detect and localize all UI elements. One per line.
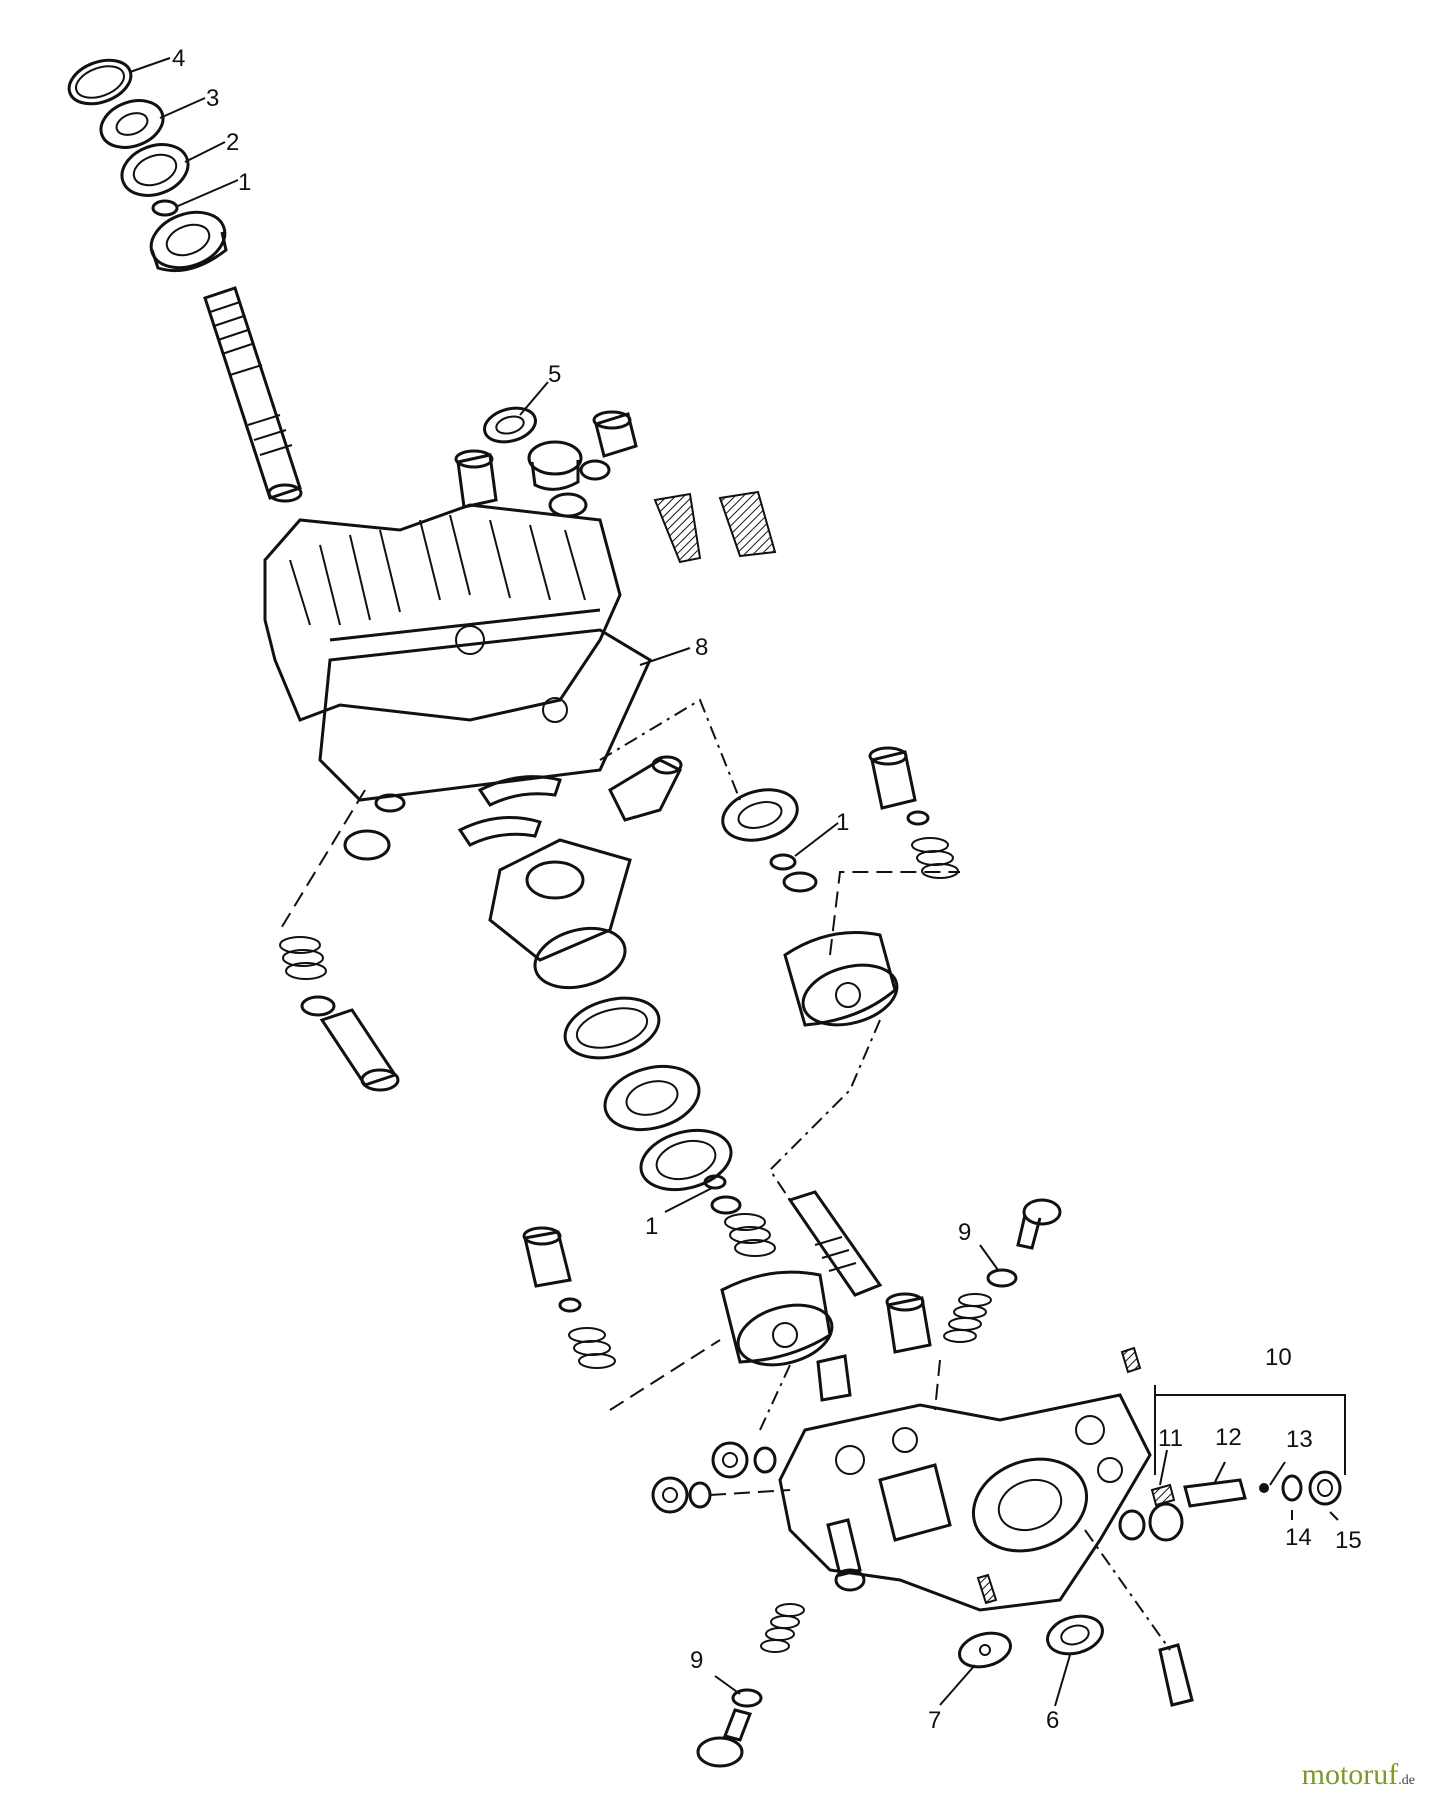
callout-7: 7 — [928, 1707, 941, 1734]
washer-part-2 — [120, 143, 190, 197]
callout-11: 11 — [1158, 1425, 1183, 1452]
callout-12: 12 — [1215, 1424, 1242, 1451]
bearing-right-upper — [721, 788, 799, 842]
callout-6: 6 — [1046, 1707, 1059, 1734]
washer-part-7 — [958, 1631, 1012, 1669]
watermark-brand: motoruf — [1301, 1758, 1399, 1791]
o-ring-left-outer — [688, 1481, 712, 1509]
check-valve-plug-center — [816, 1354, 852, 1402]
callout-3: 3 — [206, 85, 219, 112]
piston-sleeve-lower-left — [522, 1226, 616, 1369]
cylinder-block-left — [720, 1270, 834, 1367]
assembly-line-left-housing — [279, 789, 366, 931]
plug-left-middle — [711, 1441, 749, 1479]
assembly-line-left-plug — [709, 1489, 791, 1496]
bearing-part-3 — [99, 99, 165, 149]
spring-part-11 — [1150, 1483, 1176, 1507]
bolt-upper — [1016, 1198, 1062, 1250]
o-ring-part-9-lower — [731, 1688, 763, 1708]
cylinder-block-right — [783, 931, 899, 1027]
spring-left — [279, 936, 327, 980]
plug-right-side — [1148, 1502, 1184, 1542]
callout-1-low: 1 — [645, 1213, 658, 1240]
callout-15: 15 — [1335, 1527, 1362, 1554]
thrust-bearing-half-upper — [477, 775, 562, 807]
gasket-part-8 — [318, 628, 652, 802]
callout-8: 8 — [695, 634, 708, 661]
o-ring-right-side — [1118, 1509, 1146, 1541]
trunnion-arm — [608, 755, 683, 822]
callout-2: 2 — [226, 129, 239, 156]
dowel-pin-top — [1120, 1346, 1142, 1374]
plug-left-outer — [651, 1476, 689, 1514]
washer-part-14 — [1281, 1474, 1303, 1502]
watermark-logo: motoruf.de — [1302, 1758, 1415, 1792]
callout-9-lower: 9 — [690, 1647, 703, 1674]
piston-sleeve-right — [868, 746, 917, 810]
valve-part-12 — [1183, 1478, 1247, 1508]
ball-part-13 — [1259, 1483, 1269, 1493]
leader-lines — [129, 57, 1346, 1707]
bolt-lower-right — [1158, 1643, 1194, 1707]
bushing-lower-center — [885, 1292, 932, 1354]
callout-1-top: 1 — [238, 169, 251, 196]
filter-element-right — [718, 490, 777, 558]
callout-4: 4 — [172, 45, 185, 72]
callout-10: 10 — [1265, 1344, 1292, 1371]
spring-lower-bolt — [760, 1603, 805, 1653]
seal-ring-center-2 — [563, 996, 661, 1060]
bolt-lower-left — [696, 1708, 752, 1768]
bushing — [454, 449, 498, 509]
output-shaft — [787, 1190, 883, 1297]
spring-center-right — [943, 1293, 992, 1343]
assembly-line-right-pump — [829, 871, 960, 956]
o-ring-right-mid — [782, 871, 818, 893]
cap-plug — [527, 440, 583, 491]
dowel-pin-lower — [976, 1573, 998, 1605]
main-housing — [263, 503, 622, 723]
axis-line-lower-center — [759, 1364, 791, 1431]
check-valve-cap-left — [343, 829, 391, 861]
washer-part-6 — [1046, 1614, 1104, 1656]
vent-plug — [548, 410, 638, 518]
assembly-line-center-right — [934, 1359, 941, 1411]
o-ring-left-middle — [753, 1446, 777, 1474]
callout-9-upper: 9 — [958, 1219, 971, 1246]
axis-line-output-shaft — [768, 1019, 881, 1201]
o-ring-part-1-low-b — [710, 1195, 742, 1215]
bolt-lower-center-left — [826, 1518, 866, 1592]
o-ring-part-9-upper — [986, 1268, 1018, 1288]
swash-plate — [488, 838, 632, 962]
needle-bearing-center — [603, 1064, 701, 1132]
callout-13: 13 — [1286, 1426, 1313, 1453]
callout-5: 5 — [548, 361, 561, 388]
bearing-cup — [149, 210, 228, 273]
spring-lower-left — [724, 1213, 776, 1257]
o-ring-left-upper — [374, 793, 406, 813]
thrust-bearing-half-lower — [457, 816, 542, 847]
piston-sleeve-left — [319, 1008, 400, 1092]
o-ring-part-1-low-a — [703, 1174, 727, 1190]
o-ring-left-lower — [300, 995, 336, 1017]
seal-ring-center-1 — [533, 926, 627, 990]
plug-part-15 — [1308, 1470, 1342, 1506]
assembly-line-lower-pump — [609, 1339, 721, 1411]
o-ring-part-1-mid — [769, 853, 797, 871]
spring-right-upper — [906, 810, 959, 879]
axis-line-upper-gasket — [599, 698, 741, 801]
axis-line-lower-right — [1084, 1529, 1171, 1651]
input-shaft — [203, 286, 303, 503]
callout-14: 14 — [1285, 1524, 1312, 1551]
center-section-housing — [778, 1393, 1152, 1612]
watermark-tld: .de — [1398, 1773, 1415, 1788]
o-ring-part-1-top — [151, 199, 179, 217]
callout-1-mid: 1 — [836, 809, 849, 836]
seal-part-5 — [483, 406, 537, 444]
thrust-washer-center — [639, 1128, 733, 1192]
filter-element-left — [653, 492, 702, 564]
